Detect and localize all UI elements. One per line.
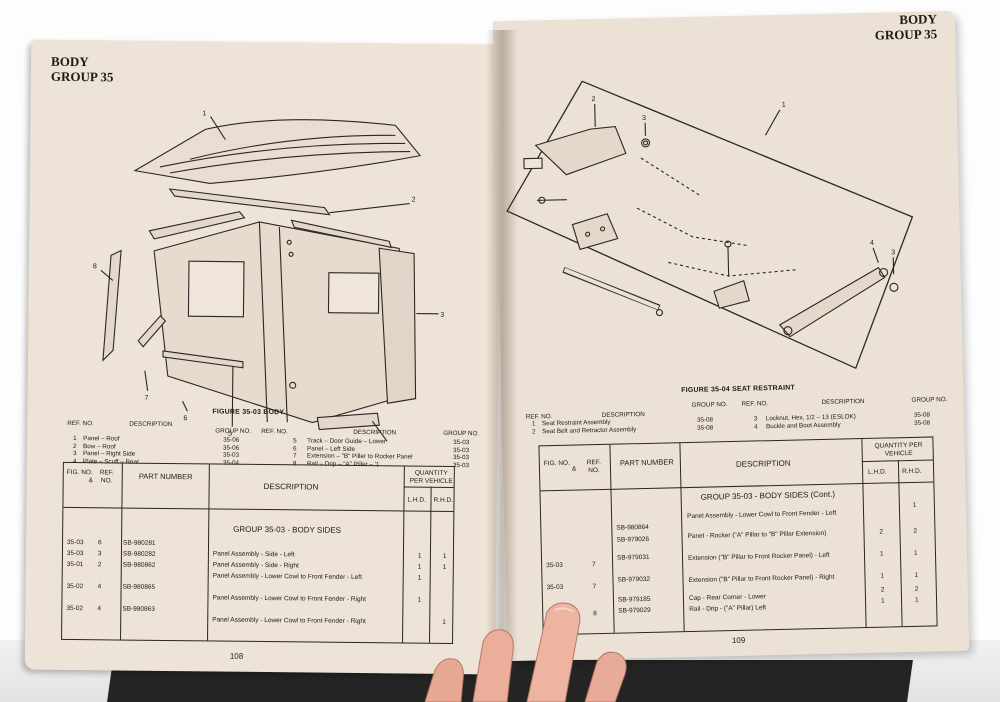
header-line-1: BODY <box>899 11 938 28</box>
hand-holding-page <box>424 602 627 702</box>
callout-3: 3 <box>642 115 646 122</box>
header-amp: & <box>88 477 94 485</box>
header-amp: & <box>571 465 577 473</box>
callout-3b: 3 <box>891 249 895 256</box>
header-line-1: BODY <box>51 53 89 70</box>
header-ref-no: REF. NO. <box>99 469 114 485</box>
body-exploded-diagram: 1 2 3 4 5 6 7 8 <box>93 110 445 444</box>
header-fig-no: FIG. NO. <box>66 468 93 477</box>
left-page: BODY GROUP 35 <box>24 39 502 675</box>
right-page: BODY GROUP 35 <box>492 10 970 662</box>
callout-3: 3 <box>440 312 444 319</box>
page-number: 108 <box>229 651 244 661</box>
header-lhd: L.H.D. <box>868 468 887 476</box>
header-ref-no: REF. NO. <box>586 458 601 475</box>
figure-title: FIGURE 35-03 BODY <box>212 408 285 417</box>
section-title: GROUP 35-03 - BODY SIDES <box>233 524 341 535</box>
header-rhd: R.H.D. <box>433 496 454 504</box>
header-quantity: QUANTITY PER VEHICLE <box>874 441 923 458</box>
section-title: GROUP 35-03 - BODY SIDES (Cont.) <box>700 489 836 502</box>
header-line-2: GROUP 35 <box>874 26 938 43</box>
header-fig-no: FIG. NO. <box>543 459 570 468</box>
callout-8: 8 <box>93 263 97 270</box>
callout-7: 7 <box>145 395 149 402</box>
header-lhd: L.H.D. <box>407 496 426 504</box>
legend-header-ref-2: REF. NO. <box>261 427 288 436</box>
legend-header-group: GROUP NO. <box>215 427 252 435</box>
book-gutter <box>486 30 518 670</box>
parts-table: FIG. NO. & REF. NO. PART NUMBER DESCRIPT… <box>61 461 455 645</box>
callout-1: 1 <box>203 110 207 117</box>
callout-1: 1 <box>782 102 786 109</box>
header-part-number: PART NUMBER <box>619 457 674 468</box>
legend-header-ref: REF. NO. <box>67 419 94 428</box>
legend-header-desc: DESCRIPTION <box>129 420 173 429</box>
right-page-header: BODY GROUP 35 <box>874 11 938 43</box>
callout-2: 2 <box>592 96 596 103</box>
header-quantity: QUANTITY PER VEHICLE <box>409 469 453 485</box>
header-description: DESCRIPTION <box>263 482 319 492</box>
legend-header-group-2: GROUP NO. <box>443 429 480 438</box>
seat-restraint-diagram: 1 2 3 4 3 <box>506 80 914 370</box>
callout-6: 6 <box>183 415 187 422</box>
header-description: DESCRIPTION <box>735 458 791 469</box>
page-number: 109 <box>731 635 746 646</box>
callout-5: 5 <box>228 431 232 438</box>
legend-header-desc-2: DESCRIPTION <box>353 428 397 437</box>
header-rhd: R.H.D. <box>902 467 922 476</box>
callout-2: 2 <box>412 197 416 204</box>
callout-4: 4 <box>870 240 874 247</box>
header-part-number: PART NUMBER <box>138 471 193 482</box>
